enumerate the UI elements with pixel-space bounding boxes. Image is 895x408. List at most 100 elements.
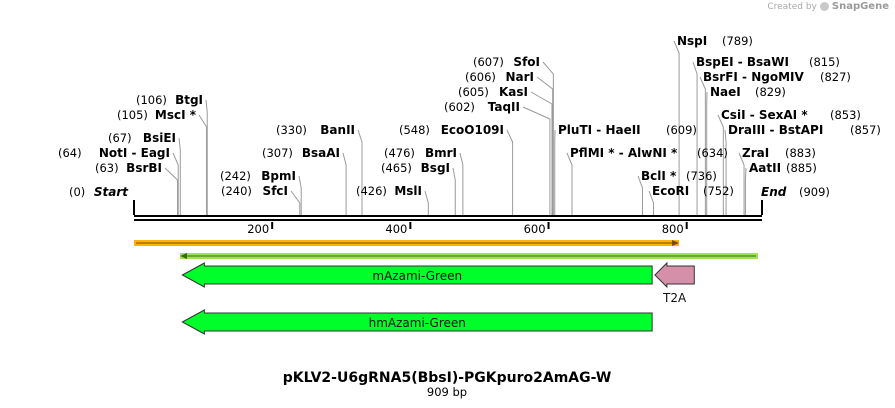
site-label-kasi: KasI(605) <box>458 85 528 99</box>
site-position: (105) <box>117 108 148 122</box>
axis-tick-label: 200 <box>247 222 269 236</box>
plasmid-size: 909 bp <box>427 385 467 399</box>
site-label-bpmi: BpmI (242) <box>220 169 296 183</box>
feature-label-mazami-green: mAzami-Green <box>372 269 462 283</box>
site-label-taqii: TaqII (602) <box>444 100 520 114</box>
axis-tick-label: 800 <box>662 222 684 236</box>
site-name: SfoI <box>513 55 540 69</box>
site-label-aatii: AatII(885) <box>749 161 817 175</box>
site-position: (606) <box>465 70 496 84</box>
site-label-pflmi-alwni: PflMI * - AlwNI *(634) <box>570 146 728 160</box>
axis-tick-label: 400 <box>385 222 407 236</box>
site-position: (853) <box>830 108 861 122</box>
leader-bsgi <box>452 167 456 215</box>
site-position: (883) <box>785 146 816 160</box>
site-position: (63) <box>95 161 119 175</box>
site-position: (736) <box>686 169 717 183</box>
leader-bspei-bsawi <box>692 61 698 215</box>
site-name: CsiI - SexAI * <box>721 108 808 122</box>
site-position: (242) <box>220 169 251 183</box>
site-name: BsaAI <box>302 146 340 160</box>
site-name: EcoO109I <box>441 123 504 137</box>
plasmid-name: pKLV2-U6gRNA5(BbsI)-PGKpuro2AmAG-W <box>283 370 612 386</box>
site-label-bsrbi: BsrBI (63) <box>95 161 162 175</box>
site-name: BsgI <box>421 161 450 175</box>
site-name: EcoRI <box>652 184 689 198</box>
site-label-bsaai: BsaAI (307) <box>262 146 340 160</box>
site-label-bspei-bsawi: BspEI - BsaWI(815) <box>696 55 840 69</box>
site-leader-lines <box>133 40 763 215</box>
axis-tick-mark <box>409 222 412 229</box>
watermark-brand: SnapGene <box>831 1 889 12</box>
site-position: (465) <box>381 161 412 175</box>
snapgene-watermark: Created by SnapGene <box>767 1 889 12</box>
site-name: BsiEI <box>143 131 176 145</box>
backbone-top-strand <box>134 215 762 217</box>
site-position: (106) <box>136 93 167 107</box>
site-name: TaqII <box>488 100 520 114</box>
site-label-ecoo109i: EcoO109I (548) <box>399 123 504 137</box>
leader-ecori <box>648 190 655 215</box>
site-position: (827) <box>820 70 851 84</box>
leader-nari <box>536 76 554 215</box>
leader-bsrfi-ngomiv <box>699 76 706 215</box>
site-label-bsiei: BsiEI (67) <box>108 131 176 145</box>
site-name: DraIII - BstAPI <box>728 123 823 137</box>
site-position: (634) <box>697 146 728 160</box>
feature-arrow-mazami-green <box>181 262 653 288</box>
leader-msci <box>198 114 208 215</box>
site-name: MscI * <box>155 108 197 122</box>
site-name: BtgI <box>175 93 203 107</box>
site-position: (605) <box>458 85 489 99</box>
site-name: BsrBI <box>126 161 162 175</box>
leader-nspi <box>673 40 680 215</box>
feature-label-hmazami-green: hmAzami-Green <box>369 316 466 330</box>
site-name: BsrFI - NgoMIV <box>703 70 804 84</box>
site-label-msli: MslI(426) <box>356 184 422 198</box>
leader-pflmi-alwni <box>566 152 573 215</box>
site-position: (0) <box>69 185 85 199</box>
axis-tick-mark <box>685 222 688 229</box>
leader-sfci <box>290 190 301 215</box>
green-bar-arrowhead <box>180 253 187 259</box>
site-name: ZraI <box>742 146 769 160</box>
leader-zrai <box>738 152 745 215</box>
backbone-bottom-strand <box>134 219 762 221</box>
leader-btgi <box>205 99 208 215</box>
site-label-nspi: NspI (789) <box>677 34 753 48</box>
site-name: End <box>761 185 787 199</box>
site-position: (885) <box>786 161 817 175</box>
site-position: (789) <box>722 34 753 48</box>
site-position: (330) <box>276 123 307 137</box>
leader-msli <box>424 190 429 215</box>
site-name: BpmI <box>261 169 296 183</box>
leader-aatii <box>744 167 747 215</box>
site-position: (240) <box>221 184 252 198</box>
site-name: BmrI <box>425 146 457 160</box>
leader-draiii-bstapi <box>724 129 727 215</box>
orange-bar-arrowhead <box>672 240 679 246</box>
site-label-zrai: ZraI (883) <box>742 146 816 160</box>
site-name: BclI * <box>641 169 677 183</box>
axis-tick-mark <box>547 222 550 229</box>
site-position: (602) <box>444 100 475 114</box>
site-label-banii: BanII(330) <box>276 123 355 137</box>
leader-noti-eagi <box>172 152 179 215</box>
site-name: SfcI <box>263 184 288 198</box>
axis-tick-mark <box>271 222 274 229</box>
site-label-csii-sexai: CsiI - SexAI * (853) <box>721 108 861 122</box>
site-position: (607) <box>473 55 504 69</box>
leader-banii <box>357 129 363 215</box>
site-name: NspI <box>677 34 707 48</box>
leader-bcli <box>637 175 643 215</box>
site-name: BspEI - BsaWI <box>696 55 789 69</box>
site-position: (307) <box>262 146 293 160</box>
leader-sfoi <box>542 61 554 215</box>
site-position: (67) <box>108 131 132 145</box>
leader-bsrbi <box>164 167 179 215</box>
site-position: (548) <box>399 123 430 137</box>
site-label-bmri: BmrI(476) <box>384 146 457 160</box>
site-label-bsgi: BsgI (465) <box>381 161 450 175</box>
leader-ecoo109i <box>506 129 514 215</box>
site-name: NotI - EagI <box>99 146 170 160</box>
